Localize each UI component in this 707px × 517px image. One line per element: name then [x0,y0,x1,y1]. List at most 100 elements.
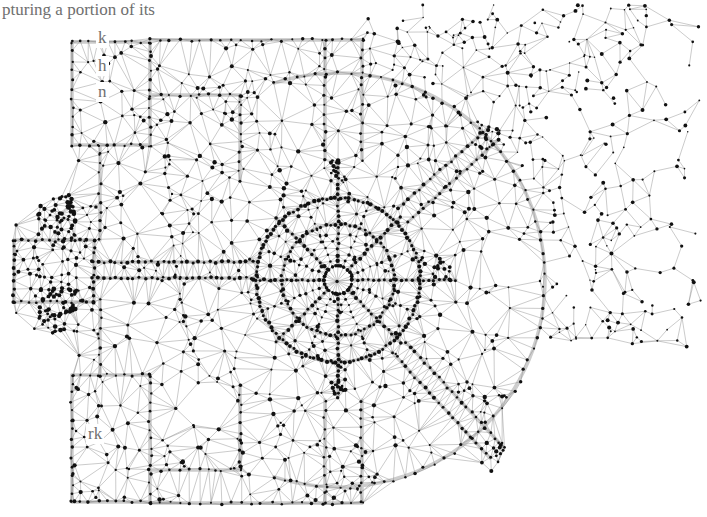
network-dot [150,454,153,457]
network-dot [664,103,668,107]
network-dot [92,60,94,62]
network-dot [53,324,58,329]
network-dot [109,277,112,280]
network-dot [311,268,314,271]
network-dot [70,390,73,393]
network-dot [310,216,313,219]
network-dot [188,73,190,75]
network-dot [97,486,100,489]
network-dot [70,438,73,441]
network-dot [90,221,92,223]
network-dot [156,277,159,280]
network-dot [628,114,631,117]
network-dot [411,257,415,261]
network-dot [38,204,42,208]
network-dot [258,252,261,255]
network-dot [250,298,253,301]
network-dot [60,195,63,198]
network-dot [343,378,347,382]
network-dot [70,68,73,71]
network-dot [167,186,170,189]
network-dot [610,240,612,242]
network-dot [325,333,328,336]
network-dot [163,455,165,457]
network-dot [368,231,371,234]
network-dot [422,279,425,282]
network-dot [148,42,150,44]
network-dot [392,79,395,82]
network-dot [468,386,472,390]
network-dot [289,479,293,483]
network-dot [262,246,264,248]
network-dot [288,71,290,73]
network-dot [282,186,286,190]
network-dot [171,193,173,195]
network-dot [448,265,452,269]
network-dot [413,304,416,307]
network-dot [237,269,240,272]
network-dot [292,439,295,442]
network-dot [200,112,203,115]
network-dot [283,264,286,267]
network-dot [449,188,452,191]
network-dot [97,260,101,264]
network-dot [372,279,375,282]
network-dot [319,331,322,334]
network-dot [99,182,102,185]
network-dot [616,321,620,325]
network-dot [524,141,527,144]
network-dot [88,286,91,289]
network-dot [69,226,73,230]
network-dot [167,277,171,281]
network-dot [308,348,310,350]
network-dot [454,154,457,157]
network-dot [423,76,425,78]
network-dot [144,260,147,263]
network-dot [337,378,341,382]
network-dot [346,200,350,204]
network-dot [279,197,283,201]
network-dot [295,480,297,482]
network-dot [566,327,569,330]
network-edges [13,5,701,504]
network-dot [71,49,74,52]
network-dot [230,64,234,68]
network-dot [444,164,447,167]
network-dot [217,427,221,431]
network-dot [372,450,374,452]
network-dot [606,337,609,340]
network-dot [126,277,130,281]
network-dot [86,214,88,216]
network-dot [372,323,375,326]
network-dot [415,317,418,320]
network-dot [255,392,258,395]
network-dot [360,482,363,485]
network-dot [519,179,522,182]
network-dot [341,37,344,40]
network-dot [655,227,658,230]
network-dot [67,230,70,233]
network-dot [160,279,163,282]
network-dot [277,168,281,172]
network-dot [442,381,444,383]
network-dot [378,320,381,323]
network-dot [323,158,326,161]
network-dot [96,333,99,336]
network-dot [70,197,74,201]
network-dot [84,244,88,248]
network-dot [54,203,58,207]
network-dot [192,336,196,340]
network-dot [413,377,416,380]
network-dot [271,412,275,416]
network-dot [401,82,404,85]
network-dot [51,313,54,316]
network-dot [393,415,396,418]
network-dot [287,457,289,459]
network-dot [41,238,44,241]
network-dot [251,80,253,82]
network-dot [310,304,314,308]
network-dot [340,501,343,504]
network-dot [337,369,341,373]
network-dot [306,308,309,311]
network-dot [114,40,117,43]
